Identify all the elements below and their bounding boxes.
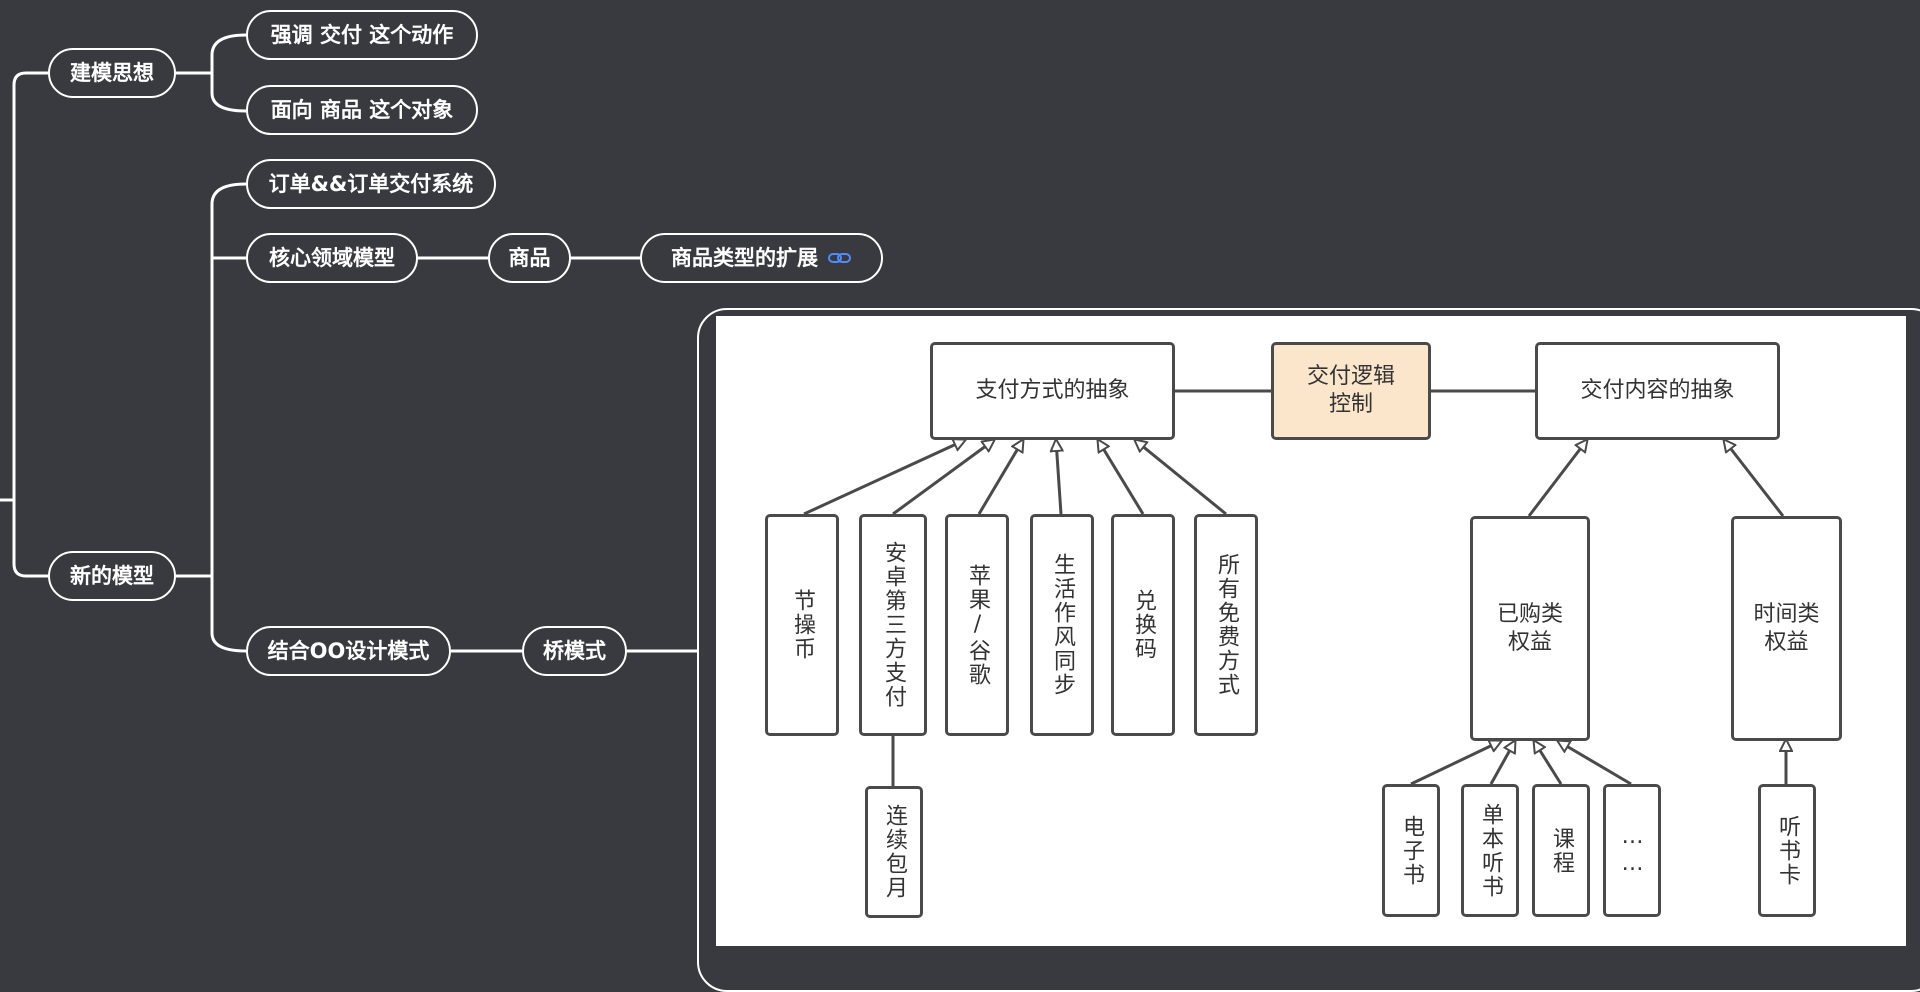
- node-order-system[interactable]: 订单&&订单交付系统: [246, 159, 496, 209]
- node-new-model[interactable]: 新的模型: [48, 551, 176, 601]
- payment-method-box: 节操币: [765, 514, 839, 736]
- node-bridge-pattern[interactable]: 桥模式: [522, 626, 627, 676]
- node-emphasize-delivery[interactable]: 强调 交付 这个动作: [246, 10, 478, 60]
- continuous-monthly-box: 连续包月: [865, 786, 923, 918]
- node-combine-oo[interactable]: 结合OO设计模式: [246, 626, 451, 676]
- payment-method-box: 兑换码: [1111, 514, 1175, 736]
- delivery-control-box: 交付逻辑 控制: [1271, 342, 1431, 440]
- mindmap-connectors: [0, 33, 699, 653]
- purchased-item-box: 单本听书: [1461, 784, 1519, 917]
- purchased-item-box: 课程: [1532, 784, 1590, 917]
- payment-method-box: 所有免费方式: [1194, 514, 1258, 736]
- content-abstraction-box: 交付内容的抽象: [1535, 342, 1780, 440]
- node-core-domain[interactable]: 核心领域模型: [246, 233, 418, 283]
- node-goods-type-ext[interactable]: 商品类型的扩展: [640, 233, 883, 283]
- diagram-connectors: [803, 389, 1906, 786]
- node-face-goods[interactable]: 面向 商品 这个对象: [246, 85, 478, 135]
- node-goods[interactable]: 商品: [488, 233, 571, 283]
- payment-method-box: 安卓第三方支付: [859, 514, 927, 736]
- goods-type-ext-label: 商品类型的扩展: [671, 246, 818, 270]
- purchased-item-box: 电子书: [1382, 784, 1440, 917]
- node-modeling-thought[interactable]: 建模思想: [48, 48, 176, 98]
- link-icon[interactable]: [828, 251, 852, 265]
- time-item-box: 听书卡: [1758, 784, 1816, 917]
- payment-method-box: 生活作风同步: [1030, 514, 1094, 736]
- payment-abstraction-box: 支付方式的抽象: [930, 342, 1175, 440]
- bridge-pattern-diagram: 支付方式的抽象 交付逻辑 控制 交付内容的抽象 节操币 安卓第三方支付 苹果/谷…: [716, 316, 1906, 946]
- payment-method-box: 苹果/谷歌: [945, 514, 1009, 736]
- purchased-item-box: ……: [1603, 784, 1661, 917]
- purchased-rights-box: 已购类 权益: [1470, 516, 1590, 741]
- time-rights-box: 时间类 权益: [1731, 516, 1842, 741]
